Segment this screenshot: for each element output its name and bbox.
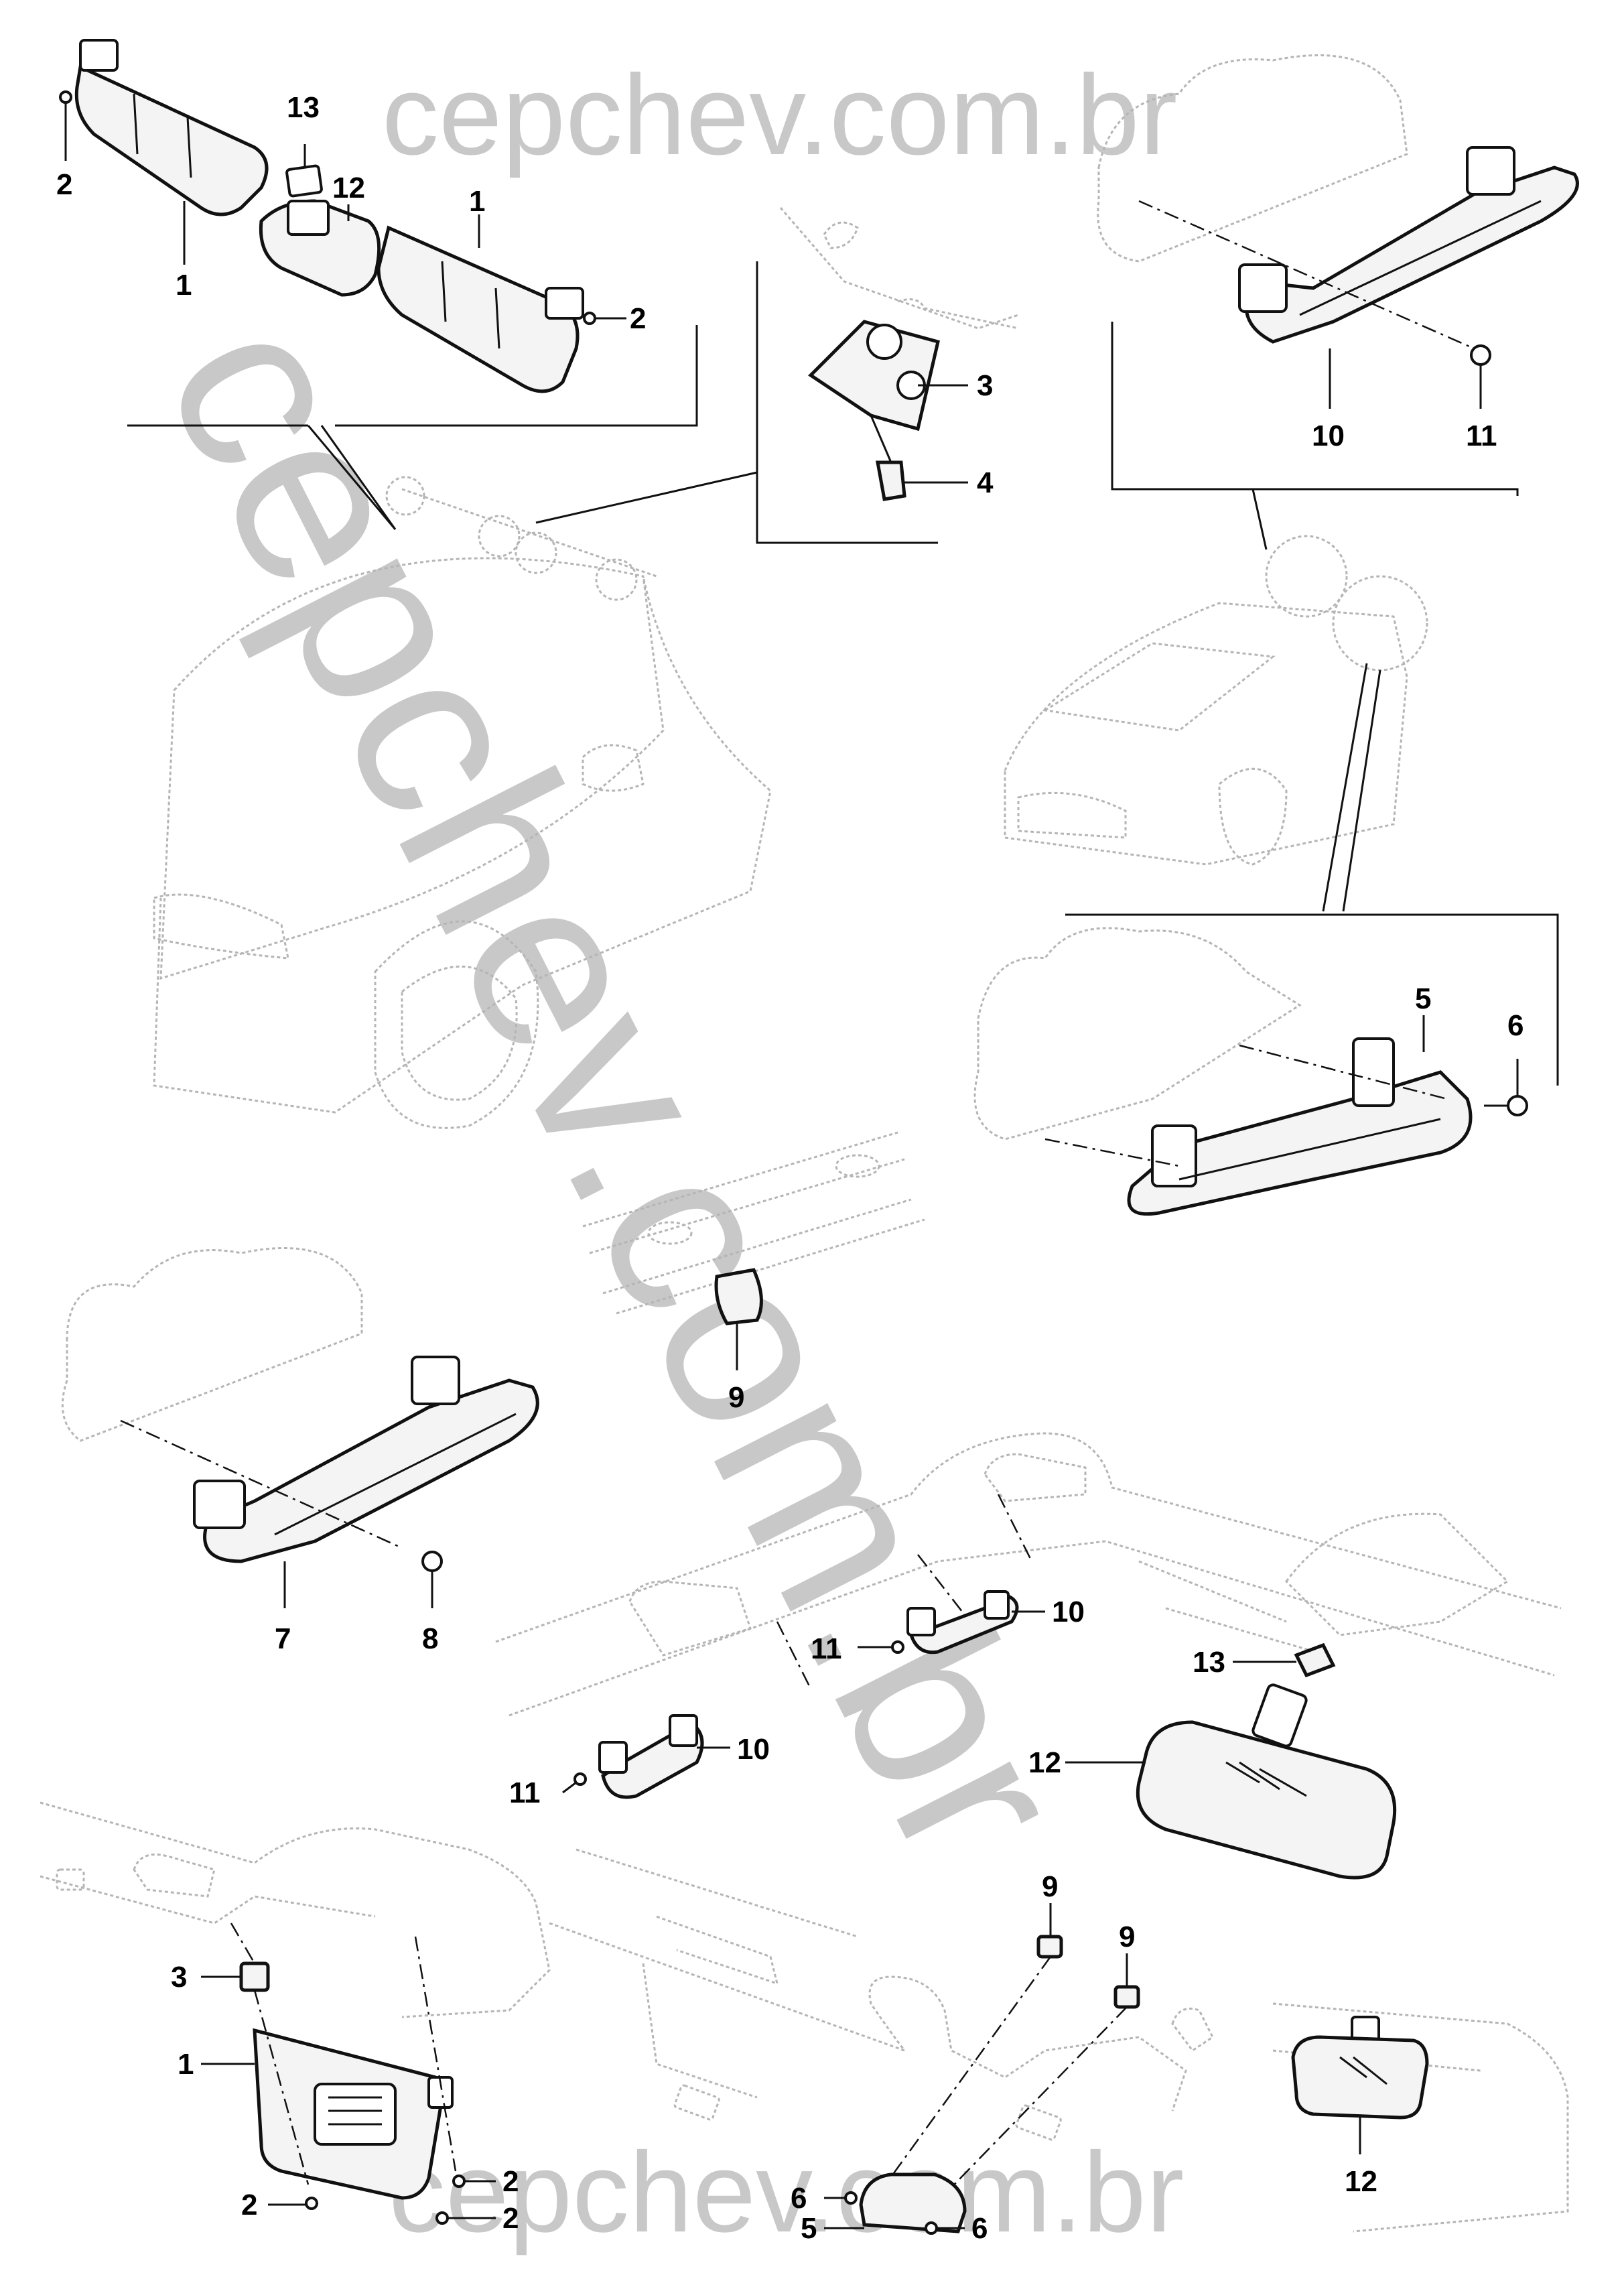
sun-visor-right xyxy=(377,225,584,393)
callout-bl-screw-b: 2 xyxy=(502,2165,519,2198)
roof-handle-a-screw xyxy=(858,1640,904,1654)
detail-frame-right xyxy=(1065,489,1559,1086)
callout-grab-handle: 5 xyxy=(1415,982,1431,1015)
callout-leaders-top-left xyxy=(64,144,626,320)
callout-visor-left-screw: 2 xyxy=(56,168,72,201)
cap-a-bottom xyxy=(1036,1903,1063,1959)
callout-grab-handle-screw: 6 xyxy=(1507,1009,1524,1042)
callout-bm-handle: 5 xyxy=(801,2212,817,2245)
callout-bm-cap-b: 9 xyxy=(1119,1921,1135,1953)
sun-visor-bottom-left xyxy=(201,2028,454,2200)
callout-handle-left: 7 xyxy=(275,1622,291,1655)
visor-screws-bottom-left xyxy=(253,1936,496,2225)
grab-handle-top-right xyxy=(1238,146,1579,344)
callout-handle-top-right: 10 xyxy=(1312,419,1345,452)
cap-cover xyxy=(714,1268,763,1370)
callout-visor-right-screw: 2 xyxy=(630,302,646,335)
grab-handle-left xyxy=(120,1356,539,1563)
watermark-top: cepchev.com.br xyxy=(382,52,1177,179)
callout-bracket-clip: 3 xyxy=(977,369,993,402)
callout-leaders-top-right xyxy=(1329,348,1482,409)
callout-bracket-screw: 4 xyxy=(977,466,994,499)
headliner-bottom-middle xyxy=(549,1848,1214,2141)
callout-handle-left-screw: 8 xyxy=(422,1622,438,1655)
visor-screw-right xyxy=(583,312,616,325)
interior-mirror-top xyxy=(259,199,381,297)
roof-panel-left xyxy=(61,1247,363,1442)
callout-mirror-main: 12 xyxy=(1028,1746,1061,1779)
cap-b-bottom xyxy=(1113,1953,1140,2009)
callout-bl-clip: 3 xyxy=(171,1961,187,1994)
visor-clip-cap xyxy=(285,164,323,198)
interior-mirror-main xyxy=(1065,1683,1397,1880)
roof-handle-a xyxy=(906,1590,1045,1654)
grab-handle-top-right-screw xyxy=(1138,200,1491,395)
callout-roof-handle-b: 10 xyxy=(737,1733,770,1766)
roof-rail-center xyxy=(582,1131,925,1315)
roof-liner-center xyxy=(495,1432,1562,1717)
callout-mirror-cap: 13 xyxy=(1193,1646,1225,1679)
headliner-bottom-left xyxy=(40,1801,551,2018)
roof-panel-right xyxy=(973,927,1302,1141)
callout-visor-right-body: 1 xyxy=(469,185,485,218)
grab-handle-right-screw xyxy=(1422,1015,1528,1116)
callout-bm-screw-a: 6 xyxy=(791,2182,807,2215)
sun-visor-left xyxy=(74,39,269,216)
callout-handle-top-right-screw: 11 xyxy=(1466,419,1497,452)
watermark-bottom: cepchev.com.br xyxy=(389,2129,1184,2256)
grab-handle-bottom-screws xyxy=(824,2191,965,2235)
bracket-detail xyxy=(756,207,1019,544)
callout-visor-clip-cap: 13 xyxy=(287,91,320,124)
callout-visor-left-body: 1 xyxy=(176,269,192,302)
callout-roof-handle-a-screw: 11 xyxy=(811,1632,842,1665)
callout-bm-cap-a: 9 xyxy=(1042,1870,1058,1903)
car-outline-left xyxy=(153,488,772,1129)
callout-bl-visor: 1 xyxy=(178,2048,194,2081)
roof-detail-circles xyxy=(385,476,638,601)
grab-handle-bottom xyxy=(824,1956,1128,2233)
callout-br-mirror: 12 xyxy=(1345,2165,1377,2198)
watermark-diagonal: cepchev.com.br xyxy=(114,276,1120,1900)
mirror-cap xyxy=(1233,1642,1336,1678)
callout-bl-screw-a: 2 xyxy=(241,2189,257,2221)
detail-frame-top-left xyxy=(127,325,698,530)
callout-mirror-top: 12 xyxy=(332,172,365,204)
roof-handle-b-screw xyxy=(562,1772,587,1794)
callout-bl-screw-c: 2 xyxy=(502,2202,519,2235)
callout-bm-screw-b: 6 xyxy=(971,2212,988,2245)
grab-handle-right xyxy=(1044,1037,1473,1216)
callout-roof-handle-b-screw: 11 xyxy=(509,1776,541,1809)
callout-roof-handle-a: 10 xyxy=(1052,1596,1085,1628)
roof-handle-b xyxy=(598,1714,730,1799)
grab-handle-left-screw xyxy=(283,1551,443,1608)
visor-clip-bottom-left xyxy=(201,1923,270,1992)
roof-panel-top-right xyxy=(1097,54,1408,263)
car-outline-right xyxy=(1004,322,1519,866)
callout-cap-cover: 9 xyxy=(728,1381,744,1414)
interior-mirror-bottom-right xyxy=(1291,2016,1429,2154)
detail-leaders-main-car xyxy=(535,471,758,524)
visor-screw-left xyxy=(59,90,72,151)
